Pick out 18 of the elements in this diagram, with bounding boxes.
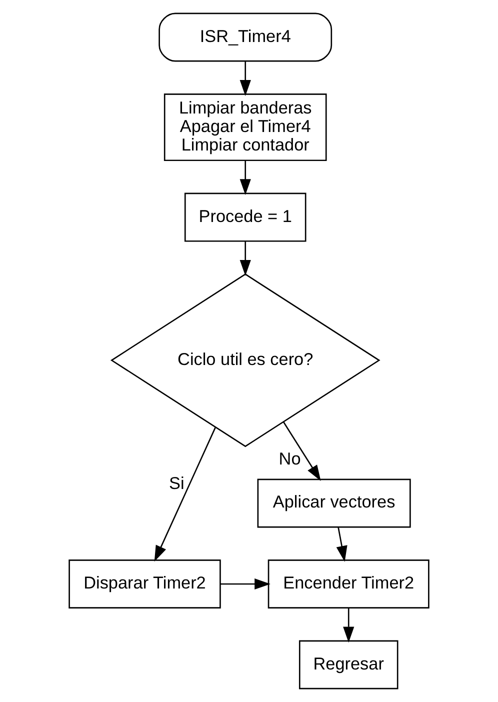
node-box: ISR_Timer4 (158, 12, 332, 62)
arrow (240, 241, 251, 276)
arrow (343, 608, 354, 643)
node-box: Encender Timer2 (268, 560, 430, 608)
arrow (282, 422, 321, 481)
node-box: Procede = 1 (184, 192, 306, 242)
arrow (154, 427, 216, 562)
arrow (220, 578, 270, 590)
arrow (336, 527, 348, 562)
arrow (240, 62, 251, 96)
node-box: Regresar (298, 640, 398, 690)
node-box: Aplicar vectores (257, 478, 411, 528)
node-box: Disparar Timer2 (68, 560, 221, 608)
arrow (240, 160, 251, 195)
node-diamond: Ciclo util es cero? (110, 273, 380, 448)
node-box: Limpiar banderas Apagar el Timer4 Limpiar contador (164, 94, 327, 162)
edge-label: No (278, 448, 301, 468)
edge-label: Si (169, 472, 184, 493)
